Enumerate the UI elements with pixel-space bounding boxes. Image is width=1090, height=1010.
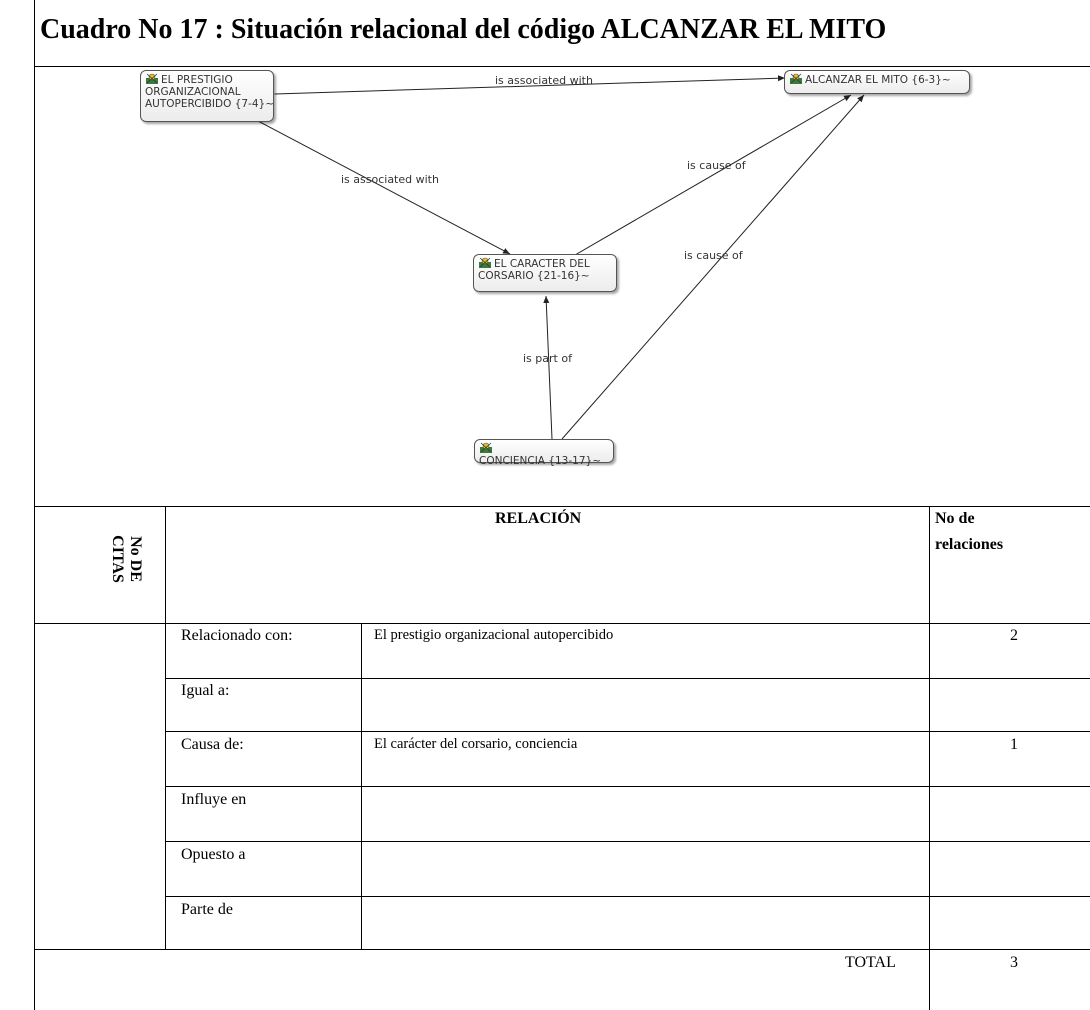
rule-row-1 [165, 678, 1090, 679]
node-label: EL CARACTER DEL CORSARIO {21-16}~ [478, 258, 590, 282]
node-label: CONCIENCIA {13-17}~ [479, 455, 601, 467]
rule-col-count [929, 506, 930, 1010]
relation-label: is associated with [341, 173, 439, 186]
link-conciencia-caracter [543, 295, 556, 447]
rule-row-4 [165, 841, 1090, 842]
col-header-citas: No DE CITAS [109, 535, 144, 583]
rule-header-bottom [34, 623, 1090, 624]
row-label: Igual a: [181, 682, 230, 699]
total-value: 3 [1010, 954, 1018, 971]
diagram-links [250, 75, 865, 447]
node-prestigio[interactable]: EL PRESTIGIO ORGANIZACIONAL AUTOPERCIBID… [140, 70, 274, 122]
code-icon [480, 442, 492, 453]
total-label: TOTAL [845, 954, 896, 971]
row-label: Influye en [181, 791, 247, 808]
row-value: El carácter del corsario, conciencia [374, 736, 578, 752]
document-frame [34, 0, 1090, 1010]
row-count: 2 [1010, 627, 1018, 644]
link-conciencia-mito [555, 94, 865, 447]
relation-label: is cause of [684, 249, 743, 262]
row-count: 1 [1010, 736, 1018, 753]
link-prestigio-mito [267, 75, 786, 98]
relation-label: is part of [523, 352, 572, 365]
link-caracter-mito [567, 94, 852, 262]
relation-label: is associated with [495, 74, 593, 87]
node-conciencia[interactable]: CONCIENCIA {13-17}~ [474, 439, 614, 467]
rule-row-2 [165, 731, 1090, 732]
code-icon [479, 257, 491, 268]
row-label: Relacionado con: [181, 627, 293, 644]
col-header-num-line2: relaciones [935, 536, 1004, 553]
node-caracter[interactable]: EL CARACTER DEL CORSARIO {21-16}~ [473, 254, 617, 292]
node-label: EL PRESTIGIO ORGANIZACIONAL AUTOPERCIBID… [145, 74, 275, 110]
col-header-num-line1: No de [935, 510, 975, 527]
rule-col-citas [165, 506, 166, 949]
rule-row-3 [165, 786, 1090, 787]
relation-label: is cause of [687, 159, 746, 172]
rule-col-label [361, 623, 362, 949]
code-icon [146, 73, 158, 84]
row-label: Parte de [181, 901, 233, 918]
row-label: Causa de: [181, 736, 244, 753]
rule-top-of-table [34, 506, 1090, 507]
rule-total [34, 949, 1090, 950]
node-label: ALCANZAR EL MITO {6-3}~ [805, 74, 951, 86]
row-label: Opuesto a [181, 846, 246, 863]
row-value: El prestigio organizacional autopercibid… [374, 627, 614, 643]
col-header-relacion: RELACIÓN [495, 510, 582, 527]
node-mito[interactable]: ALCANZAR EL MITO {6-3}~ [784, 70, 970, 94]
relation-network-diagram: EL PRESTIGIO ORGANIZACIONAL AUTOPERCIBID… [34, 66, 1090, 506]
link-prestigio-caracter [250, 115, 511, 255]
rule-row-5 [165, 896, 1090, 897]
code-icon [790, 73, 802, 84]
page-title: Cuadro No 17 : Situación relacional del … [40, 14, 887, 45]
rule-top-of-diagram [34, 66, 1090, 67]
